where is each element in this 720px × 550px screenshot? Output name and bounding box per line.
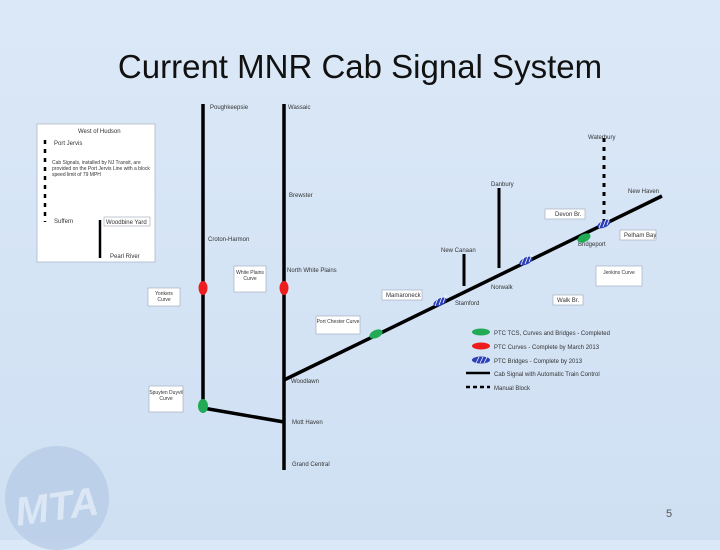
marker-red-yonkers (198, 281, 208, 295)
inset-suffern: Suffern (54, 219, 73, 225)
label-croton-harmon: Croton-Harmon (208, 237, 249, 243)
west-of-hudson-inset: West of Hudson Port Jervis Cab Signals, … (36, 123, 156, 263)
label-grand-central: Grand Central (292, 462, 330, 468)
label-jenkins-curve: Jenkins Curve (603, 270, 635, 276)
label-brewster: Brewster (289, 193, 313, 199)
label-waterbury: Waterbury (588, 135, 615, 141)
legend-solid-text: Cab Signal with Automatic Train Control (494, 372, 600, 378)
legend-blue-swatch (472, 356, 490, 364)
label-mott-haven: Mott Haven (292, 420, 323, 426)
inset-box (36, 123, 156, 263)
box-jenkins-curve (595, 265, 643, 287)
marker-blue-devon-br (597, 216, 611, 229)
label-north-white-plains: North White Plains (287, 268, 337, 274)
hudson-connector (202, 406, 285, 424)
marker-blue-mamaroneck (433, 294, 447, 307)
legend-blue-text: PTC Bridges - Complete by 2013 (494, 359, 583, 365)
label-pelham-bay: Pelham Bay (624, 233, 656, 239)
label-mamaroneck: Mamaroneck (386, 293, 422, 299)
box-port-chester-curve (315, 315, 361, 335)
inset-yard-box (103, 216, 151, 227)
label-white-plains-curve: White Plains Curve (236, 270, 264, 282)
label-devon-br: Devon Br. (555, 212, 582, 218)
label-new-canaan: New Canaan (441, 248, 476, 254)
legend-green-text: PTC TCS, Curves and Bridges - Completed (494, 331, 610, 337)
legend-red-swatch (472, 342, 490, 350)
box-white-plains-curve (233, 265, 267, 293)
legend-green-swatch (472, 328, 490, 336)
inset-port-jervis: Port Jervis (54, 141, 82, 147)
marker-green-port-chester (369, 329, 383, 339)
box-spuyten-duyvil-curve (148, 385, 184, 413)
inset-heading: West of Hudson (78, 129, 121, 135)
label-new-haven: New Haven (628, 189, 659, 195)
mta-logo: MTA (5, 446, 109, 550)
label-danbury: Danbury (491, 182, 514, 188)
label-spuyten-duyvil-curve: Spuyten Duyvil Curve (149, 390, 182, 402)
marker-blue-walk-br (519, 253, 533, 266)
label-wassaic: Wassaic (288, 105, 310, 111)
label-bridgeport: Bridgeport (578, 242, 606, 248)
marker-green-spuyten-duyvil (198, 399, 208, 413)
legend-dashed-text: Manual Block (494, 386, 531, 392)
box-pelham-bay (619, 229, 657, 241)
box-yonkers-curve (147, 287, 181, 307)
label-norwalk: Norwalk (491, 285, 514, 291)
inset-note: Cab Signals, installed by NJ Transit, ar… (52, 160, 150, 178)
box-mamaroneck (381, 289, 423, 301)
legend-red-text: PTC Curves - Complete by March 2013 (494, 345, 600, 351)
inset-pearl-river: Pearl River (110, 254, 140, 260)
label-port-chester-curve: Port Chester Curve (317, 319, 360, 325)
slide-title: Current MNR Cab Signal System (117, 48, 603, 85)
marker-red-white-plains (279, 281, 289, 295)
box-devon-br (544, 208, 586, 220)
label-yonkers-curve: Yonkers Curve (155, 291, 173, 303)
label-walk-br: Walk Br. (557, 298, 579, 304)
box-walk-br (552, 294, 584, 306)
legend: PTC TCS, Curves and Bridges - Completed … (466, 328, 610, 392)
marker-green-bridgeport (577, 233, 591, 243)
label-stamford: Stamford (455, 301, 479, 307)
page-number: 5 (666, 508, 673, 520)
label-poughkeepsie: Poughkeepsie (210, 105, 249, 111)
label-woodlawn: Woodlawn (291, 379, 319, 385)
inset-woodbine-yard: Woodbine Yard (106, 220, 147, 226)
